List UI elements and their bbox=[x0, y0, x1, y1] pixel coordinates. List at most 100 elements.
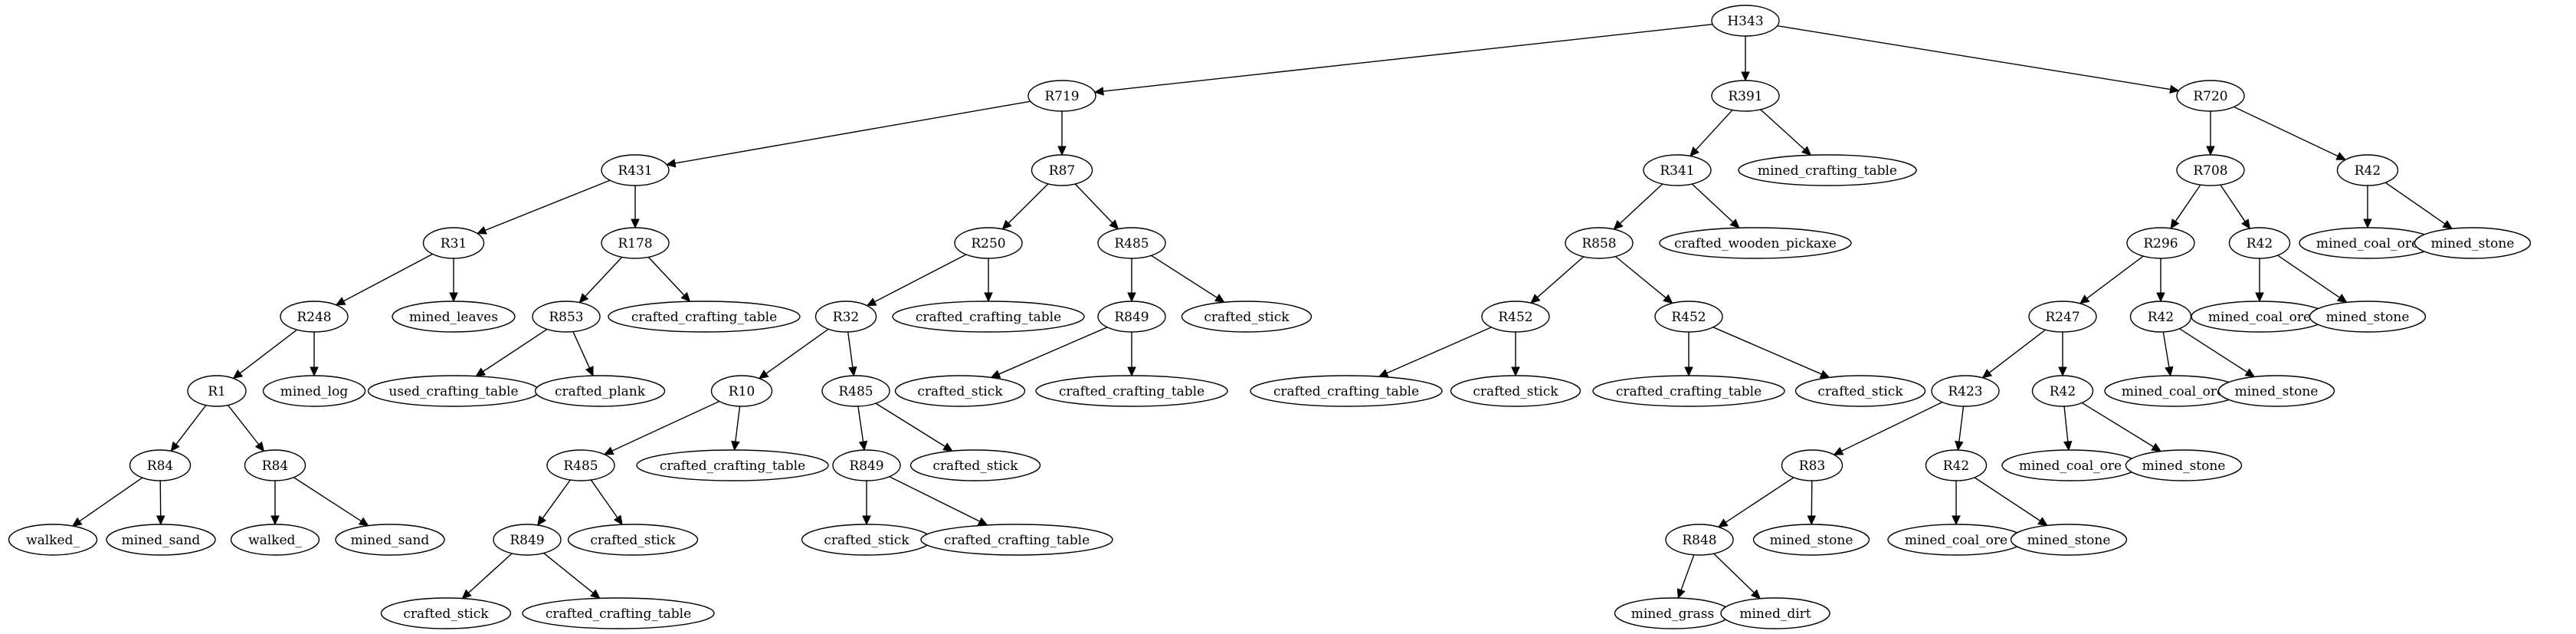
tree-edge bbox=[2179, 328, 2256, 378]
node-label: R452 bbox=[1498, 310, 1532, 325]
node-label: mined_leaves bbox=[409, 310, 498, 325]
tree-node: R485 bbox=[1097, 227, 1166, 259]
node-label: R485 bbox=[838, 384, 873, 399]
node-label: R84 bbox=[147, 458, 173, 474]
tree-edge bbox=[1717, 477, 1794, 528]
tree-edge bbox=[1613, 183, 1663, 230]
tree-node: mined_grass bbox=[1614, 597, 1732, 629]
arrowhead-icon bbox=[866, 297, 877, 307]
tree-node: R848 bbox=[1665, 524, 1734, 556]
node-label: R10 bbox=[729, 384, 755, 399]
tree-edge bbox=[227, 405, 265, 452]
arrowhead-icon bbox=[1511, 366, 1520, 377]
arrowhead-icon bbox=[2442, 220, 2453, 230]
node-label: R391 bbox=[1728, 89, 1762, 104]
tree-edge bbox=[1952, 481, 1961, 526]
node-ellipse bbox=[1181, 301, 1313, 333]
tree-node: crafted_crafting_table bbox=[636, 449, 829, 481]
tree-node: mined_stone bbox=[1752, 524, 1870, 556]
node-label: mined_sand bbox=[351, 533, 430, 548]
tree-node: mined_stone bbox=[2010, 524, 2128, 556]
tree-node: crafted_stick bbox=[380, 597, 512, 629]
tree-node: R849 bbox=[493, 524, 562, 556]
tree-edge bbox=[1974, 477, 2048, 527]
node-ellipse bbox=[8, 524, 98, 556]
node-ellipse bbox=[1450, 375, 1581, 407]
tree-edge bbox=[449, 258, 458, 303]
arrowhead-icon bbox=[1955, 440, 1964, 452]
tree-node: crafted_plank bbox=[534, 375, 666, 407]
tree-node: mined_coal_ore bbox=[2299, 227, 2437, 259]
node-ellipse bbox=[1250, 375, 1443, 407]
node-label: R720 bbox=[2193, 89, 2227, 104]
node-label: mined_stone bbox=[2027, 533, 2111, 548]
node-label: crafted_crafting_table bbox=[660, 458, 805, 474]
node-label: H343 bbox=[1727, 14, 1763, 29]
tree-node: mined_coal_ore bbox=[1887, 524, 2025, 556]
node-ellipse bbox=[567, 524, 699, 556]
arrowhead-icon bbox=[2363, 218, 2372, 229]
tree-edge bbox=[2220, 184, 2250, 230]
tree-node: crafted_stick bbox=[894, 375, 1026, 407]
node-ellipse bbox=[1752, 524, 1870, 556]
edge-line bbox=[1713, 553, 1755, 593]
arrowhead-icon bbox=[2335, 152, 2347, 160]
node-label: mined_stone bbox=[2235, 384, 2319, 399]
arrowhead-icon bbox=[170, 441, 180, 452]
arrowhead-icon bbox=[631, 218, 640, 229]
node-ellipse bbox=[1097, 227, 1166, 259]
edge-line bbox=[1386, 327, 1492, 374]
node-ellipse bbox=[2176, 154, 2245, 186]
node-ellipse bbox=[601, 227, 670, 259]
node-ellipse bbox=[2126, 227, 2195, 259]
tree-edge bbox=[476, 179, 611, 235]
tree-node: R10 bbox=[710, 375, 773, 407]
arrowhead-icon bbox=[990, 370, 1001, 379]
arrowhead-icon bbox=[1819, 370, 1830, 379]
tree-edge bbox=[2162, 331, 2174, 377]
node-ellipse bbox=[636, 449, 829, 481]
tree-node: mined_stone bbox=[2217, 375, 2335, 407]
arrowhead-icon bbox=[1833, 446, 1844, 455]
tree-node: mined_crafting_table bbox=[1738, 154, 1917, 186]
node-label: R42 bbox=[2148, 310, 2174, 325]
tree-node: mined_coal_ore bbox=[2001, 449, 2139, 481]
tree-edge bbox=[1777, 25, 2180, 94]
node-label: R42 bbox=[1943, 458, 1969, 474]
node-ellipse bbox=[106, 524, 216, 556]
arrowhead-icon bbox=[475, 367, 487, 377]
tree-node: R84 bbox=[129, 449, 192, 481]
node-label: mined_stone bbox=[2142, 458, 2226, 474]
tree-edge bbox=[2277, 255, 2348, 304]
node-label: crafted_crafting_table bbox=[631, 310, 777, 325]
arrowhead-icon bbox=[2063, 440, 2073, 452]
tree-node: walked_ bbox=[230, 524, 320, 556]
node-label: mined_dirt bbox=[1739, 606, 1811, 622]
node-label: R250 bbox=[971, 236, 1005, 251]
tree-node: R452 bbox=[1481, 301, 1550, 333]
tree-edge bbox=[537, 479, 571, 526]
tree-node: R42 bbox=[2228, 227, 2291, 259]
arrowhead-icon bbox=[1127, 292, 1136, 303]
node-ellipse bbox=[1659, 227, 1852, 259]
arrowhead-icon bbox=[758, 370, 769, 379]
arrowhead-icon bbox=[977, 517, 988, 526]
arrowhead-icon bbox=[1663, 294, 1673, 304]
edge-line bbox=[874, 254, 967, 303]
node-ellipse bbox=[2217, 375, 2335, 407]
node-ellipse bbox=[129, 449, 192, 481]
tree-node: crafted_stick bbox=[909, 449, 1041, 481]
edge-line bbox=[239, 329, 297, 374]
tree-edge bbox=[857, 406, 868, 452]
node-label: used_crafting_table bbox=[388, 384, 518, 399]
node-ellipse bbox=[832, 449, 901, 481]
node-label: R42 bbox=[2355, 163, 2381, 179]
tree-edge bbox=[578, 256, 623, 304]
edge-line bbox=[647, 256, 685, 296]
tree-node: H343 bbox=[1711, 5, 1780, 37]
arrowhead-icon bbox=[680, 291, 691, 303]
arrowhead-icon bbox=[2058, 366, 2067, 377]
edge-line bbox=[1695, 109, 1733, 150]
node-ellipse bbox=[1643, 154, 1712, 186]
